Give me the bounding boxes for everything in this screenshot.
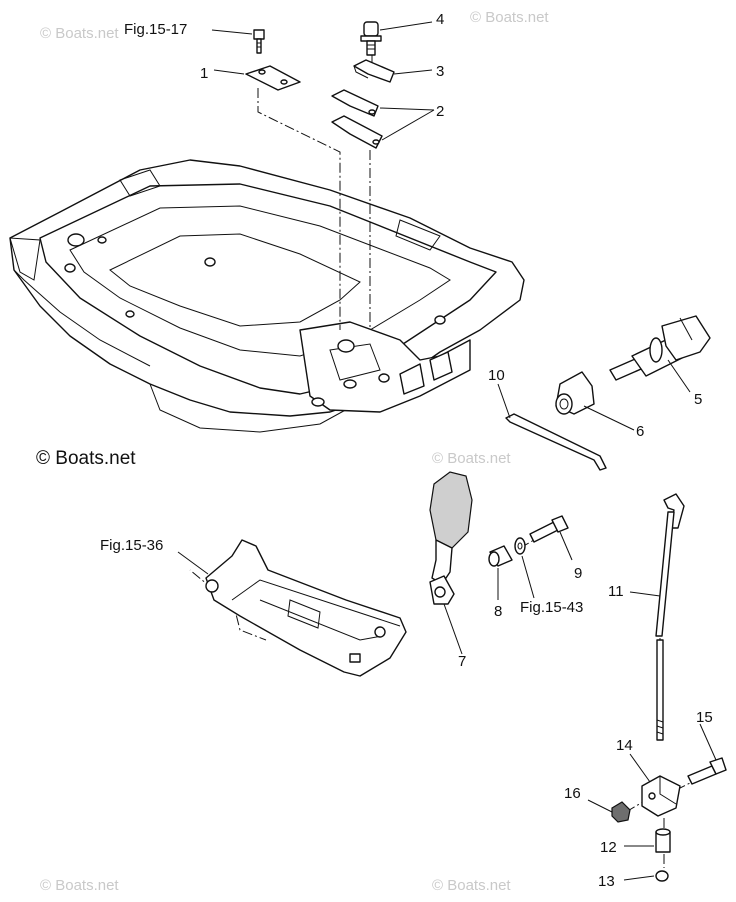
watermark-5: © Boats.net bbox=[432, 877, 511, 894]
copyright-notice: © Boats.net bbox=[36, 448, 136, 469]
callout-11: 11 bbox=[608, 583, 624, 600]
part-4-bolt bbox=[360, 21, 382, 56]
part-9-bolt bbox=[529, 515, 569, 543]
callout-10: 10 bbox=[488, 367, 505, 384]
part-8-collar bbox=[488, 545, 513, 567]
watermark-1: © Boats.net bbox=[40, 25, 119, 42]
part-1-plate bbox=[245, 65, 301, 91]
callout-4: 4 bbox=[436, 11, 444, 28]
callout-2: 2 bbox=[436, 103, 444, 120]
part-2-clips bbox=[331, 89, 383, 149]
watermark-4: © Boats.net bbox=[40, 877, 119, 894]
watermark-group: © Boats.net © Boats.net © Boats.net © Bo… bbox=[40, 9, 549, 894]
part-3-clip bbox=[353, 59, 395, 83]
part-14-block bbox=[641, 775, 681, 817]
part-13-ball bbox=[655, 870, 669, 882]
bolt-fig-15-17 bbox=[253, 29, 265, 54]
part-16-nut bbox=[611, 801, 631, 823]
washer-fig-15-43 bbox=[514, 537, 526, 555]
callout-6: 6 bbox=[636, 423, 644, 440]
callout-3: 3 bbox=[436, 63, 444, 80]
part-6-collar bbox=[555, 371, 595, 415]
fig-ref-15-36: Fig.15-36 bbox=[100, 537, 163, 554]
part-15-screw bbox=[687, 757, 727, 785]
callout-1: 1 bbox=[200, 65, 208, 82]
bottom-cowling bbox=[9, 159, 525, 433]
fig-ref-15-43: Fig.15-43 bbox=[520, 599, 583, 616]
figure-refs: Fig.15-17 Fig.15-36 Fig.15-43 bbox=[100, 21, 583, 616]
watermark-3: © Boats.net bbox=[432, 450, 511, 467]
callout-5: 5 bbox=[694, 391, 702, 408]
callout-13: 13 bbox=[598, 873, 615, 890]
leader-lines bbox=[177, 21, 717, 881]
callout-labels: 1 2 3 4 5 6 7 8 9 10 11 12 13 14 15 16 bbox=[200, 11, 713, 890]
callout-14: 14 bbox=[616, 737, 633, 754]
watermark-2: © Boats.net bbox=[470, 9, 549, 26]
callout-8: 8 bbox=[494, 603, 502, 620]
callout-16: 16 bbox=[564, 785, 581, 802]
callout-9: 9 bbox=[574, 565, 582, 582]
bracket-fig-15-36 bbox=[205, 539, 407, 677]
part-5-shaft bbox=[609, 315, 711, 381]
part-12-sleeve bbox=[655, 828, 671, 853]
callout-12: 12 bbox=[600, 839, 617, 856]
callout-7: 7 bbox=[458, 653, 466, 670]
part-10-rod bbox=[505, 413, 607, 471]
callout-15: 15 bbox=[696, 709, 713, 726]
fig-ref-15-17: Fig.15-17 bbox=[124, 21, 187, 38]
part-11-rod bbox=[655, 493, 685, 741]
part-7-handle bbox=[429, 471, 473, 605]
